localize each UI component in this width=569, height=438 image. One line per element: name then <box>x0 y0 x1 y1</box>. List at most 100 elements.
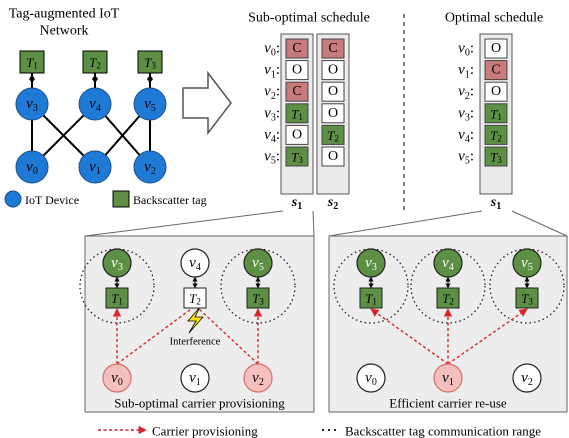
panel-node-label: v3 <box>111 255 123 273</box>
interference-line <box>116 308 192 365</box>
iot-device-label-base: v <box>89 159 96 175</box>
panel-node-label-base: v <box>189 255 196 271</box>
backscatter-tag-label-sub: 2 <box>96 61 101 71</box>
panel-node <box>180 363 210 393</box>
iot-device-label: v4 <box>89 96 101 114</box>
schedule-cell-label: O <box>292 127 302 142</box>
row-label: v4: <box>458 127 474 145</box>
iot-device-label-sub: 3 <box>33 103 38 114</box>
panel-node <box>356 248 386 278</box>
sub-s2-column-label-base: s <box>327 195 334 210</box>
backscatter-tag <box>137 50 163 74</box>
row-label-base: v <box>458 105 465 121</box>
panel-node-label-sub: 1 <box>449 377 454 388</box>
row-label-base: v <box>458 62 465 78</box>
iot-device-label-base: v <box>144 96 151 112</box>
row-label: v4: <box>264 127 280 145</box>
panel-node-label-sub: 0 <box>118 377 123 388</box>
row-label-base: v <box>264 149 271 165</box>
opt-s1-column-label-base: s <box>490 195 497 210</box>
panel-tag-label: T2 <box>189 291 201 307</box>
panel-node <box>102 363 132 393</box>
tag-link-diamond <box>29 75 35 83</box>
suboptimal-schedule: Sub-optimal schedulev0:v1:v2:v3:v4:v5:CO… <box>248 11 370 212</box>
backscatter-tag-label: T1 <box>26 55 38 71</box>
panel-tag <box>436 287 460 309</box>
schedule-cell-label-sub: 2 <box>497 134 502 144</box>
panel-suboptimal-caption: Sub-optimal carrier provisioning <box>114 396 285 411</box>
panel-tag-label-base: T <box>365 291 373 306</box>
backscatter-tag-label-base: T <box>26 55 34 70</box>
iot-device-node <box>78 87 112 121</box>
schedule-cell <box>285 81 309 102</box>
panel-tag-label: T1 <box>365 291 377 307</box>
schedule-cell-label: T2 <box>490 127 502 143</box>
schedule-cell-label: O <box>491 84 501 99</box>
tag-link-diamond <box>92 75 98 83</box>
tag-range-circle <box>220 248 296 324</box>
schedule-cell-label-sub: 3 <box>497 155 502 165</box>
row-label-base: v <box>458 84 465 100</box>
schedule-cell <box>484 124 508 145</box>
panel-tag <box>359 287 383 309</box>
suboptimal-title: Sub-optimal schedule <box>248 11 370 26</box>
panel-tag-label: T3 <box>252 291 264 307</box>
schedule-cell-label: O <box>328 106 338 121</box>
schedule-cell <box>484 81 508 102</box>
zoom-line <box>84 210 284 237</box>
zoom-line <box>511 210 568 237</box>
panel-node-label-sub: 4 <box>196 262 201 273</box>
interference-line <box>198 308 259 365</box>
iot-device-node <box>15 150 49 184</box>
schedule-cell-label: C <box>292 41 301 56</box>
panel-tag-label-base: T <box>521 291 529 306</box>
panel-node-label-base: v <box>442 255 449 271</box>
row-label-colon: : <box>470 149 474 165</box>
schedule-cell-label-sub: 3 <box>298 155 303 165</box>
row-label-sub: 2 <box>271 90 276 101</box>
panel-tag <box>105 287 129 309</box>
row-label-colon: : <box>470 62 474 78</box>
iot-device-node <box>133 150 167 184</box>
schedule-cell <box>285 38 309 59</box>
panel-tag-label: T3 <box>521 291 533 307</box>
schedule-cell-label: T1 <box>490 106 502 122</box>
panel-tag-label-sub: 2 <box>196 297 201 307</box>
row-label-base: v <box>458 127 465 143</box>
iot-device-label: v2 <box>144 159 156 177</box>
row-label-sub: 1 <box>465 69 470 80</box>
schedule-cell-label-base: T <box>490 106 498 121</box>
row-label-colon: : <box>276 149 280 165</box>
row-label: v0: <box>458 41 474 59</box>
row-label: v5: <box>264 149 280 167</box>
panel-node-label-sub: 3 <box>372 262 377 273</box>
panel-node-label-base: v <box>189 370 196 386</box>
row-label-base: v <box>458 149 465 165</box>
panel-node <box>512 363 542 393</box>
schedule-cell <box>285 60 309 81</box>
panel-node-label: v3 <box>365 255 377 273</box>
network-title-line1: Tag-augmented IoT <box>9 7 120 22</box>
panel-node <box>356 363 386 393</box>
schedule-cell-label-sub: 1 <box>497 112 502 122</box>
schedule-cell <box>321 38 345 59</box>
panel-node-label-sub: 4 <box>449 262 454 273</box>
tag-range-circle <box>79 248 155 324</box>
sub-s2-column-label-sub: 2 <box>333 200 338 211</box>
schedule-cell-label: O <box>328 63 338 78</box>
panel-node-label: v0 <box>111 370 123 388</box>
row-label: v0: <box>264 41 280 59</box>
carrier-arrow <box>370 308 449 365</box>
iot-device-node <box>15 87 49 121</box>
schedule-cell <box>484 60 508 81</box>
schedule-cell-label: O <box>491 41 501 56</box>
iot-device-label-sub: 4 <box>96 103 101 114</box>
panel-node-label-sub: 2 <box>259 377 264 388</box>
schedule-cell <box>285 103 309 124</box>
panel-node-label-base: v <box>365 370 372 386</box>
panel-tag-label-sub: 1 <box>118 297 123 307</box>
